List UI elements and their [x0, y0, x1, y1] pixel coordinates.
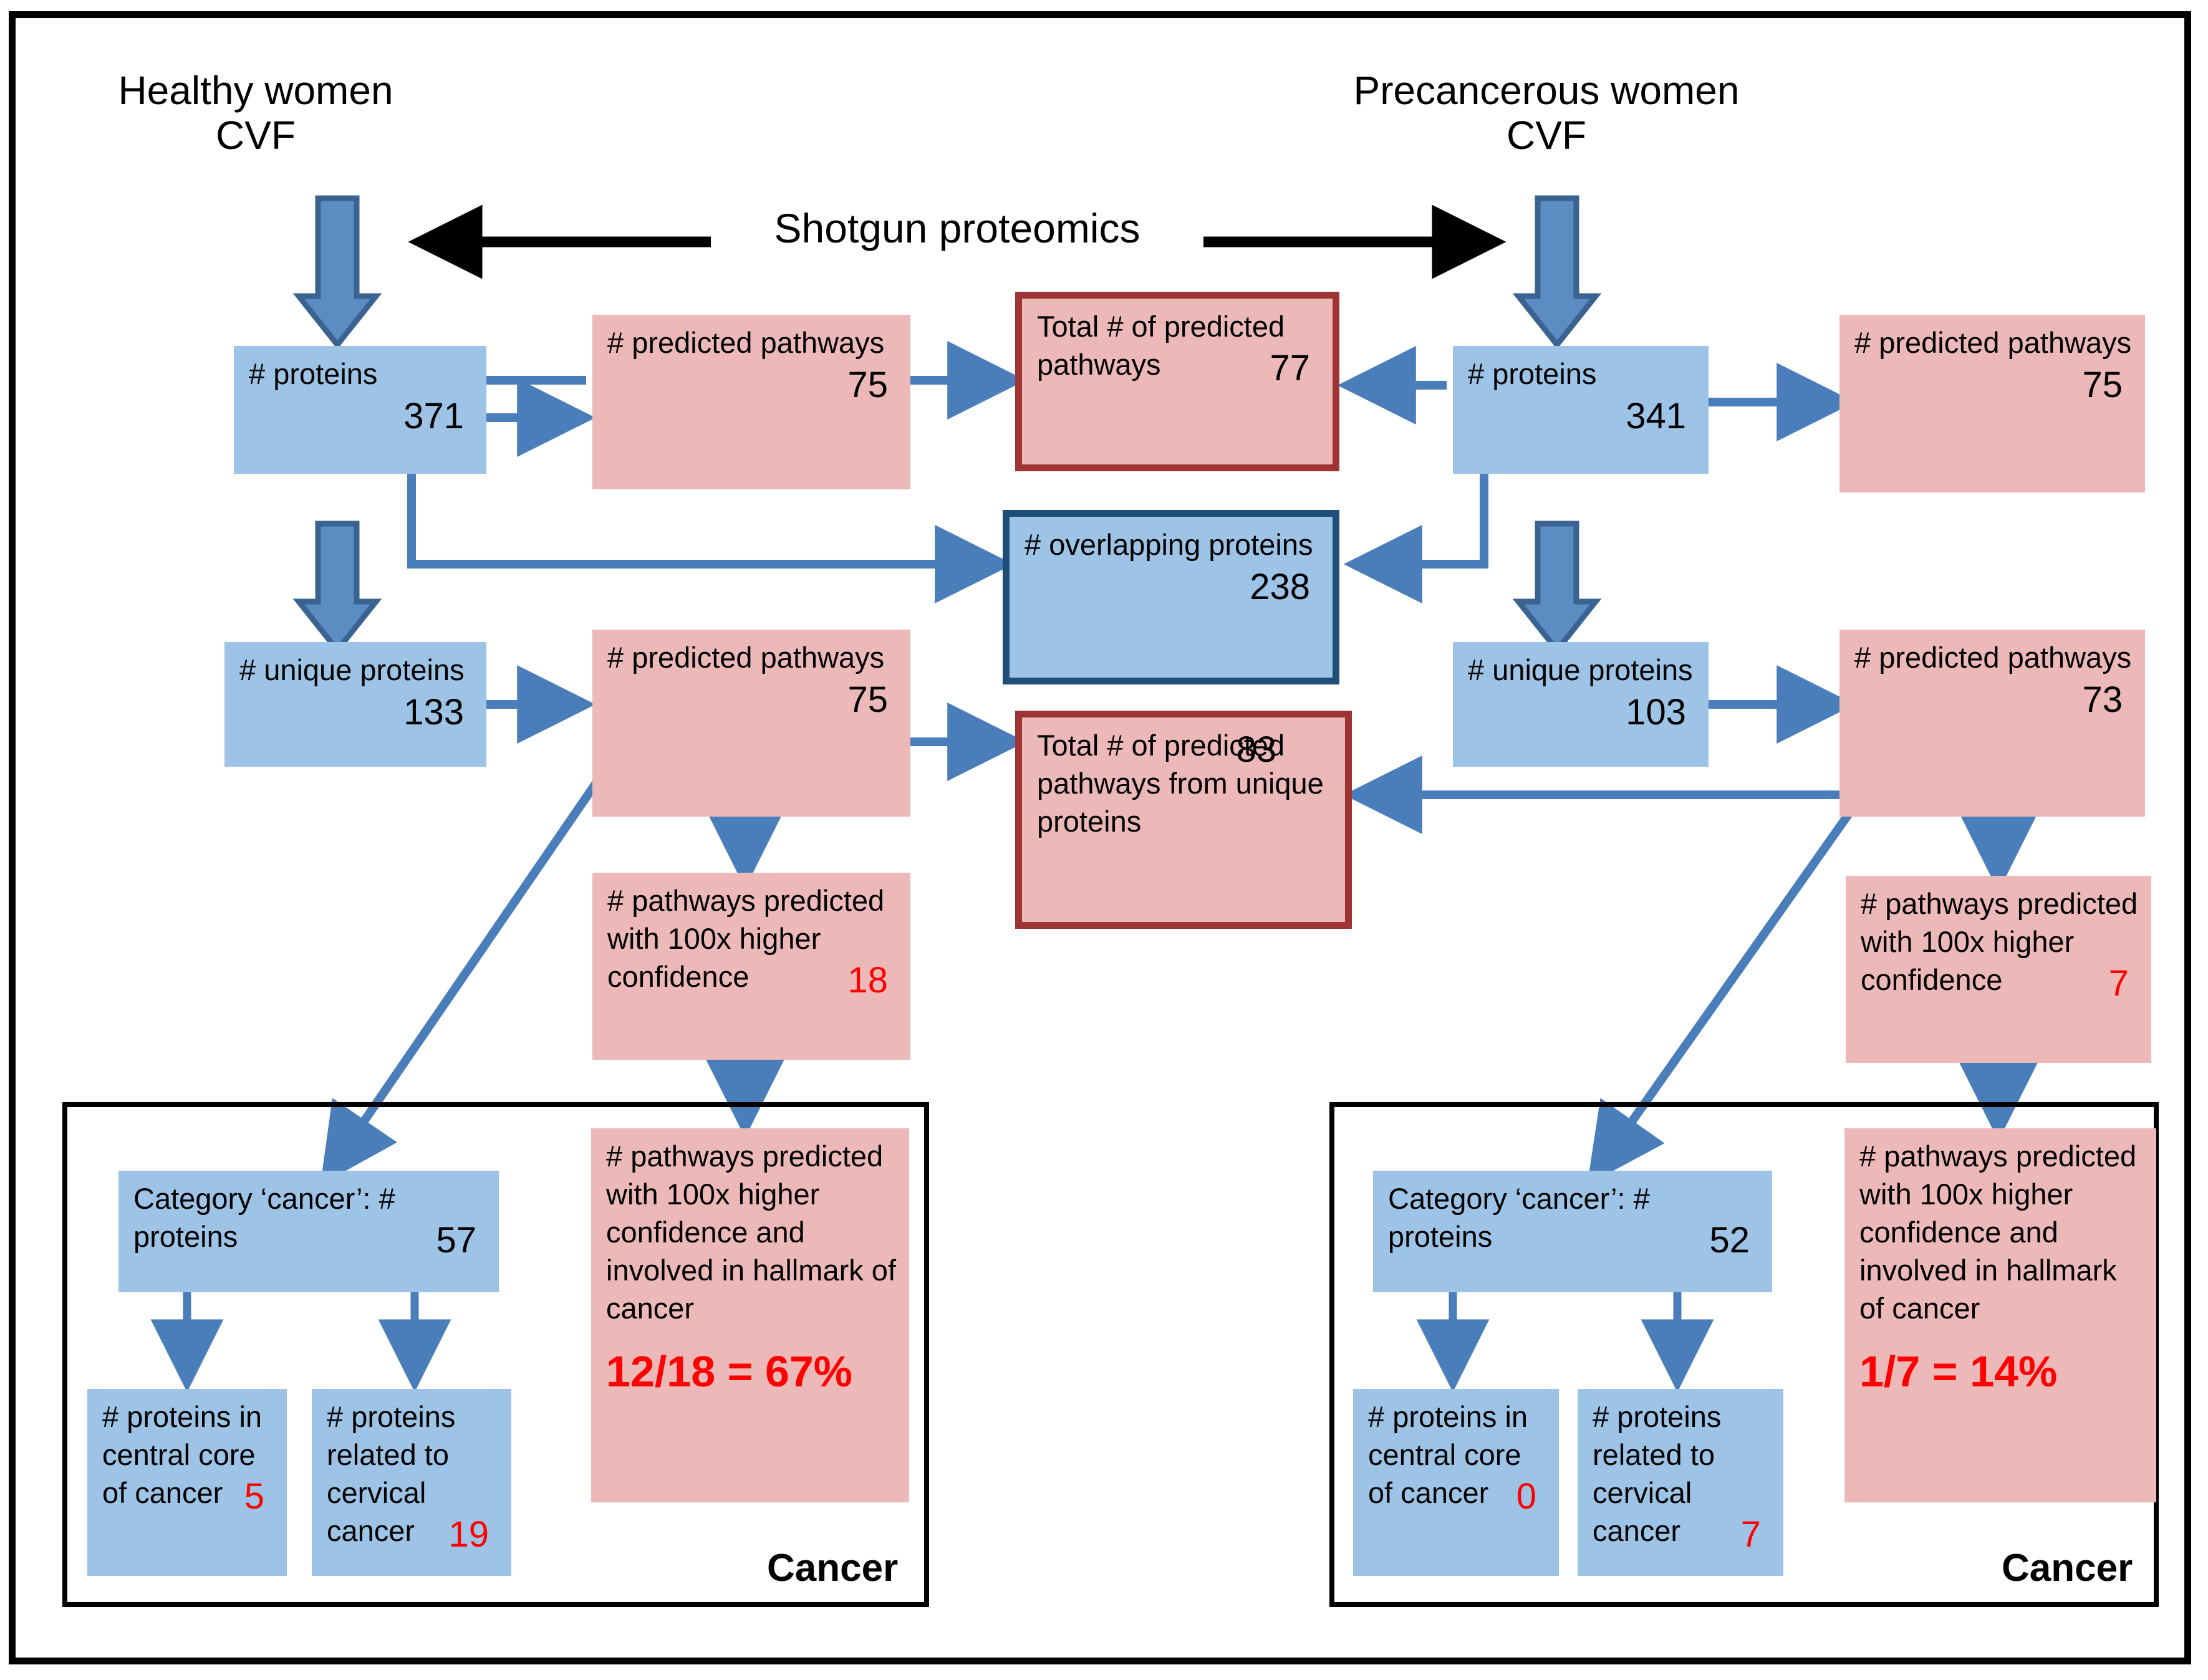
left-proteins-box[interactable]: # proteins 371: [234, 346, 486, 474]
header-healthy-women: Healthy women CVF: [118, 68, 393, 158]
right-high-confidence-value: 7: [2108, 963, 2129, 1004]
left-category-cancer-label: Category ‘cancer’: # proteins: [133, 1182, 395, 1254]
right-predicted-pathways-label: # predicted pathways: [1854, 326, 2132, 359]
left-central-core-label: # proteins in central core of cancer: [102, 1400, 263, 1510]
right-predicted-pathways-value: 75: [2082, 365, 2123, 406]
left-hallmark-value: 12/18 = 67%: [606, 1347, 853, 1396]
left-unique-predicted-pathways-value: 75: [847, 679, 888, 721]
center-total-from-unique-value: 83: [1236, 729, 1276, 770]
right-category-cancer-value: 52: [1709, 1220, 1750, 1261]
center-total-predicted-pathways-label: Total # of predicted pathways: [1037, 310, 1285, 382]
left-predicted-pathways-value: 75: [847, 365, 888, 406]
left-category-cancer-value: 57: [436, 1220, 476, 1261]
right-proteins-value: 341: [1626, 396, 1686, 437]
right-category-cancer-label: Category ‘cancer’: # proteins: [1388, 1182, 1650, 1254]
right-cervical-value: 7: [1740, 1514, 1761, 1555]
right-hallmark-label: # pathways predicted with 100x higher co…: [1859, 1140, 2137, 1325]
right-unique-proteins-label: # unique proteins: [1468, 653, 1693, 686]
right-unique-predicted-pathways-label: # predicted pathways: [1854, 641, 2132, 674]
header-precancerous-women: Precancerous women CVF: [1353, 68, 1740, 158]
header-shotgun-proteomics: Shotgun proteomics: [774, 205, 1140, 251]
right-central-core-label: # proteins in central core of cancer: [1368, 1400, 1528, 1510]
right-central-core-value: 0: [1516, 1476, 1536, 1517]
right-unique-proteins-value: 103: [1626, 692, 1686, 733]
left-high-confidence-label: # pathways predicted with 100x higher co…: [607, 884, 885, 994]
center-overlapping-proteins-box[interactable]: # overlapping proteins 238: [1003, 510, 1339, 684]
center-overlapping-proteins-value: 238: [1250, 567, 1310, 608]
right-proteins-label: # proteins: [1468, 357, 1597, 390]
left-unique-predicted-pathways-box[interactable]: # predicted pathways 75: [592, 630, 910, 817]
right-cancer-caption: Cancer: [2002, 1547, 2133, 1590]
right-cancer-group: [1329, 1102, 2159, 1607]
right-unique-predicted-pathways-box[interactable]: # predicted pathways 73: [1839, 630, 2145, 817]
left-category-cancer-box[interactable]: Category ‘cancer’: # proteins 57: [118, 1171, 499, 1292]
center-total-from-unique-box[interactable]: Total # of predicted pathways from uniqu…: [1015, 711, 1352, 929]
right-unique-proteins-box[interactable]: # unique proteins 103: [1453, 642, 1709, 767]
left-proteins-value: 371: [403, 396, 464, 437]
center-total-from-unique-label: Total # of predicted pathways from uniqu…: [1037, 729, 1324, 838]
left-unique-proteins-label: # unique proteins: [239, 653, 465, 686]
right-cervical-box[interactable]: # proteins related to cervical cancer 7: [1578, 1389, 1783, 1576]
left-predicted-pathways-label: # predicted pathways: [607, 326, 885, 359]
outer-frame: [9, 11, 2191, 1664]
left-predicted-pathways-box[interactable]: # predicted pathways 75: [592, 315, 910, 489]
left-unique-predicted-pathways-label: # predicted pathways: [607, 641, 885, 674]
left-cervical-box[interactable]: # proteins related to cervical cancer 19: [312, 1389, 511, 1576]
right-cervical-label: # proteins related to cervical cancer: [1593, 1400, 1722, 1548]
left-cervical-value: 19: [448, 1514, 489, 1555]
left-hallmark-box[interactable]: # pathways predicted with 100x higher co…: [591, 1128, 909, 1502]
right-proteins-box[interactable]: # proteins 341: [1453, 346, 1709, 474]
left-cancer-caption: Cancer: [767, 1547, 899, 1590]
right-high-confidence-box[interactable]: # pathways predicted with 100x higher co…: [1846, 876, 2151, 1063]
right-category-cancer-box[interactable]: Category ‘cancer’: # proteins 52: [1373, 1171, 1772, 1292]
center-overlapping-proteins-label: # overlapping proteins: [1024, 528, 1313, 561]
right-central-core-box[interactable]: # proteins in central core of cancer 0: [1353, 1389, 1559, 1576]
left-high-confidence-box[interactable]: # pathways predicted with 100x higher co…: [592, 873, 910, 1060]
right-hallmark-value: 1/7 = 14%: [1859, 1347, 2058, 1396]
left-proteins-label: # proteins: [249, 357, 378, 390]
right-unique-predicted-pathways-value: 73: [2082, 679, 2123, 721]
left-high-confidence-value: 18: [847, 960, 888, 1001]
left-unique-proteins-value: 133: [403, 692, 464, 733]
right-high-confidence-label: # pathways predicted with 100x higher co…: [1861, 887, 2138, 997]
left-central-core-value: 5: [244, 1476, 264, 1517]
right-predicted-pathways-box[interactable]: # predicted pathways 75: [1839, 315, 2145, 492]
center-total-predicted-pathways-box[interactable]: Total # of predicted pathways 77: [1015, 292, 1339, 471]
center-total-predicted-pathways-value: 77: [1270, 348, 1310, 389]
left-cervical-label: # proteins related to cervical cancer: [327, 1400, 456, 1548]
left-cancer-group: [62, 1102, 929, 1607]
left-hallmark-label: # pathways predicted with 100x higher co…: [606, 1140, 896, 1325]
left-unique-proteins-box[interactable]: # unique proteins 133: [224, 642, 486, 767]
right-hallmark-box[interactable]: # pathways predicted with 100x higher co…: [1844, 1128, 2156, 1502]
left-central-core-box[interactable]: # proteins in central core of cancer 5: [87, 1389, 287, 1576]
